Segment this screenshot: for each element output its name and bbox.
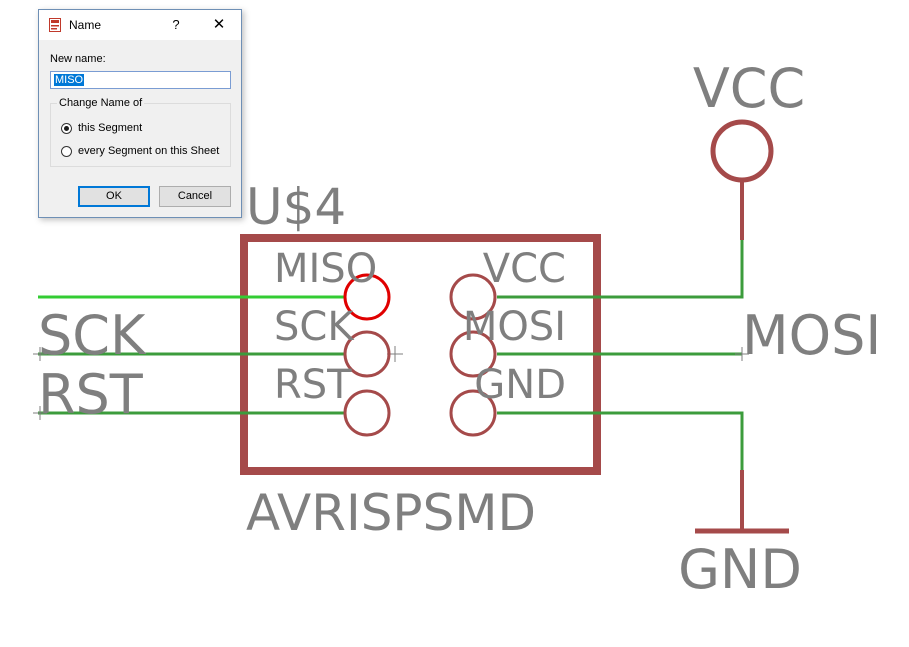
pin-label-miso: MISO <box>274 246 377 292</box>
pin-label-sck: SCK <box>274 304 355 350</box>
eagle-app-icon <box>49 18 61 32</box>
net-vcc[interactable] <box>497 240 744 299</box>
part-name: U$4 <box>246 178 346 236</box>
change-name-group-title: Change Name of <box>57 97 145 109</box>
vcc-supply-symbol[interactable] <box>710 119 774 183</box>
radio-every-segment[interactable]: every Segment on this Sheet <box>61 145 219 157</box>
cancel-button[interactable]: Cancel <box>159 186 231 207</box>
pin-gnd[interactable] <box>449 389 497 437</box>
net-label-rst[interactable]: RST <box>38 363 144 426</box>
help-button[interactable]: ? <box>172 17 180 32</box>
pin-label-mosi: MOSI <box>463 304 566 350</box>
pin-mosi[interactable] <box>449 330 497 378</box>
change-name-group <box>50 103 231 167</box>
supply-label-vcc: VCC <box>693 57 805 120</box>
radio-this-segment-indicator[interactable] <box>61 122 72 134</box>
dialog-titlebar[interactable]: Name ? ✕ <box>39 10 241 40</box>
pin-sck[interactable] <box>343 330 391 378</box>
part-value: AVRISPSMD <box>246 484 536 542</box>
pin-rst[interactable] <box>343 389 391 437</box>
pin-label-vcc: VCC <box>483 246 566 292</box>
net-label-sck[interactable]: SCK <box>38 304 147 367</box>
ok-button[interactable]: OK <box>78 186 150 207</box>
close-button[interactable]: ✕ <box>212 16 226 33</box>
new-name-input[interactable]: MISO <box>50 71 231 89</box>
radio-every-segment-indicator[interactable] <box>61 145 72 157</box>
radio-this-segment[interactable]: this Segment <box>61 122 142 134</box>
radio-this-segment-label: this Segment <box>78 122 143 134</box>
pin-miso[interactable] <box>343 273 391 321</box>
rename-dialog[interactable]: Name ? ✕ New name: MISO Change Name of t… <box>38 9 242 218</box>
pin-vcc[interactable] <box>449 273 497 321</box>
net-gnd[interactable] <box>497 411 744 470</box>
pin-label-rst: RST <box>274 362 352 408</box>
pin-label-gnd: GND <box>474 362 566 408</box>
new-name-label: New name: <box>50 53 106 65</box>
radio-every-segment-label: every Segment on this Sheet <box>78 145 220 157</box>
supply-label-gnd: GND <box>678 538 802 601</box>
new-name-value: MISO <box>54 74 85 86</box>
net-label-mosi[interactable]: MOSI <box>742 304 881 367</box>
dialog-title: Name <box>69 18 102 32</box>
